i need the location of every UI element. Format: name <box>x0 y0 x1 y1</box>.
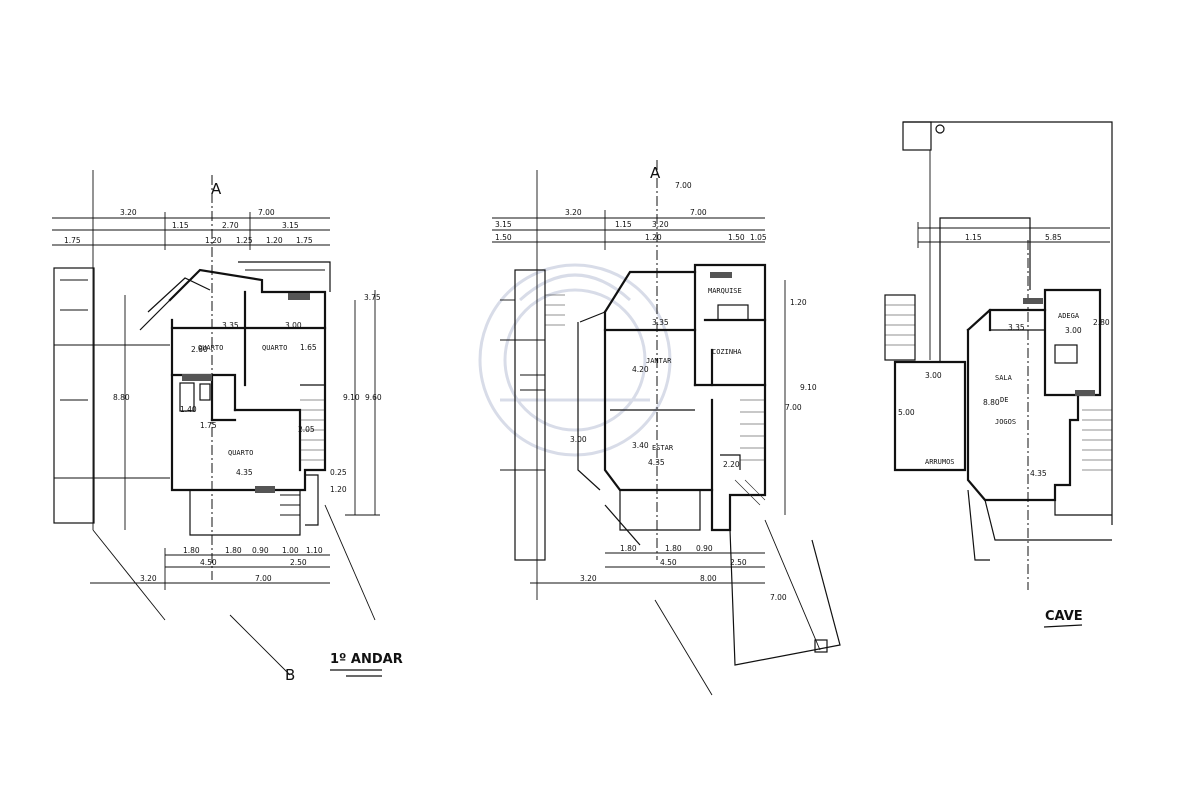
gdim-120: 1.20 <box>645 233 662 242</box>
section-mark-a-left: A <box>211 180 222 198</box>
first-floor-plan: A B 3.20 7.00 1.15 2.70 3.15 1.75 1.20 1… <box>52 170 403 684</box>
gdim-b-090: 0.90 <box>696 544 713 553</box>
room-estar: ESTAR <box>652 444 674 452</box>
gdim-b-180a: 1.80 <box>620 544 637 553</box>
gdim-220: 2.20 <box>723 460 740 469</box>
section-mark-a-mid: A <box>650 164 661 182</box>
gdim-420: 4.20 <box>632 365 649 374</box>
dim-960: 9.60 <box>365 393 382 402</box>
gdim-150b: 1.50 <box>728 233 745 242</box>
dim-300: 3.00 <box>285 321 302 330</box>
stair-hatch-adega <box>1082 409 1112 471</box>
room-sala-1: SALA <box>995 374 1013 382</box>
gdim-700v: 7.00 <box>785 403 802 412</box>
stair-hatch-ground <box>734 399 766 506</box>
dim-205: 2.05 <box>298 425 315 434</box>
gdim-b-250: 2.50 <box>730 558 747 567</box>
basement-title: CAVE <box>1045 609 1083 624</box>
dim-120b: 1.20 <box>266 236 283 245</box>
dim-b-320: 3.20 <box>140 574 157 583</box>
dim-top-320: 3.20 <box>120 208 137 217</box>
gdim-b-450: 4.50 <box>660 558 677 567</box>
ground-floor-plan: A 7.00 3.20 7.00 3.15 1.15 3.20 1.50 1.2… <box>492 160 841 696</box>
gdim-300: 3.00 <box>570 435 587 444</box>
dim-b-700: 7.00 <box>255 574 272 583</box>
room-cozinha: COZINHA <box>712 348 742 356</box>
dim-b-180a: 1.80 <box>183 546 200 555</box>
dim-335: 3.35 <box>222 321 239 330</box>
room-jantar: JANTAR <box>646 357 672 365</box>
dim-175: 1.75 <box>296 236 313 245</box>
gdim-top-320: 3.20 <box>565 208 582 217</box>
dim-b-100: 1.00 <box>282 546 299 555</box>
gdim-120v: 1.20 <box>790 298 807 307</box>
gdim-105: 1.05 <box>750 233 767 242</box>
dim-175-room: 1.75 <box>200 421 217 430</box>
room-quarto-2: QUARTO <box>262 344 287 352</box>
dim-165: 1.65 <box>300 343 317 352</box>
room-sala-2: DE <box>1000 396 1008 404</box>
gdim-b-320: 3.20 <box>580 574 597 583</box>
gdim-b-800: 8.00 <box>700 574 717 583</box>
dim-115: 1.15 <box>172 221 189 230</box>
dim-910: 9.10 <box>343 393 360 402</box>
bdim-280: 2.80 <box>1093 318 1110 327</box>
room-adega: ADEGA <box>1058 312 1080 320</box>
dim-120: 1.20 <box>205 236 222 245</box>
bdim-500: 5.00 <box>898 408 915 417</box>
room-sala-3: JOGOS <box>995 418 1016 426</box>
bdim-880: 8.80 <box>983 398 1000 407</box>
gdim-315: 3.15 <box>495 220 512 229</box>
watermark <box>478 263 672 457</box>
dim-700-top: 7.00 <box>675 181 692 190</box>
gdim-115: 1.15 <box>615 220 632 229</box>
bdim-435: 4.35 <box>1030 469 1047 478</box>
gdim-b-180b: 1.80 <box>665 544 682 553</box>
dim-top-700: 7.00 <box>258 208 275 217</box>
neighbour-building-left <box>53 267 170 524</box>
dim-880: 8.80 <box>113 393 130 402</box>
gdim-b-700: 7.00 <box>770 593 787 602</box>
first-floor-title: 1º ANDAR <box>330 652 403 667</box>
dim-b-450: 4.50 <box>200 558 217 567</box>
gdim-435: 4.35 <box>648 458 665 467</box>
gdim-150: 1.50 <box>495 233 512 242</box>
dim-125: 1.25 <box>236 236 253 245</box>
gdim-340: 3.40 <box>632 441 649 450</box>
dim-b-180b: 1.80 <box>225 546 242 555</box>
bdim-585: 5.85 <box>1045 233 1062 242</box>
dim-120r: 1.20 <box>330 485 347 494</box>
bdim-300: 3.00 <box>925 371 942 380</box>
gdim-top-700: 7.00 <box>690 208 707 217</box>
dim-270: 2.70 <box>222 221 239 230</box>
section-mark-b: B <box>285 666 295 684</box>
room-marquise: MARQUISE <box>708 287 742 295</box>
bdim-115: 1.15 <box>965 233 982 242</box>
bdim-300b: 3.00 <box>1065 326 1082 335</box>
dim-260: 2.60 <box>191 345 208 354</box>
gdim-335: 3.35 <box>652 318 669 327</box>
gdim-320: 3.20 <box>652 220 669 229</box>
dim-140: 1.40 <box>180 405 197 414</box>
room-arrumos: ARRUMOS <box>925 458 955 466</box>
dim-175-left: 1.75 <box>64 236 81 245</box>
dim-b-110: 1.10 <box>306 546 323 555</box>
dim-b-250: 2.50 <box>290 558 307 567</box>
stair-hatch-first <box>300 399 325 461</box>
dim-025: 0.25 <box>330 468 347 477</box>
dim-435: 4.35 <box>236 468 253 477</box>
dim-375: 3.75 <box>364 293 381 302</box>
stair-hatch-basement <box>884 294 916 361</box>
basement-plan: 1.15 5.85 ARRUMOS 3.00 5.00 <box>884 121 1113 628</box>
gdim-910: 9.10 <box>800 383 817 392</box>
bdim-335: 3.35 <box>1008 323 1025 332</box>
dim-315: 3.15 <box>282 221 299 230</box>
dim-b-090: 0.90 <box>252 546 269 555</box>
room-quarto-3: QUARTO <box>228 449 253 457</box>
room-quarto-1: QUARTO <box>198 344 223 352</box>
